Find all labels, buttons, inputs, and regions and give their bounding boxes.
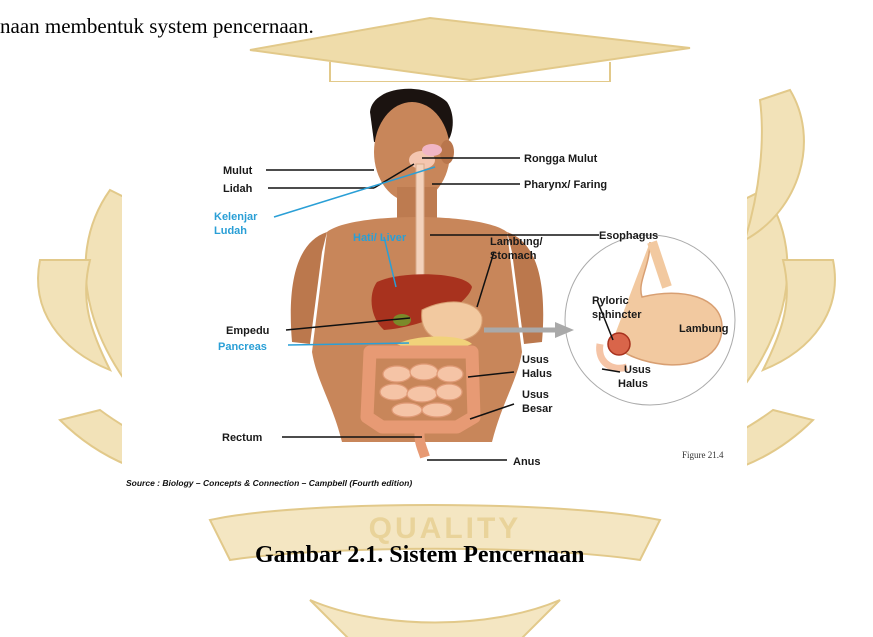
label-pancreas: Pancreas (218, 341, 267, 353)
label-esophagus: Esophagus (599, 230, 658, 242)
watermark-text: QUALITY (369, 512, 522, 545)
small-intestine-organ (380, 364, 463, 417)
label-rongga-mulut: Rongga Mulut (524, 153, 598, 165)
label-inset-usus-2: Halus (618, 378, 648, 390)
label-anus: Anus (513, 456, 541, 468)
label-lambung-1: Lambung/ (490, 236, 543, 248)
label-lidah: Lidah (223, 183, 253, 195)
figure-caption: Gambar 2.1. Sistem Pencernaan (255, 542, 585, 569)
label-usus-besar-2: Besar (522, 403, 553, 415)
rectum-organ (419, 427, 425, 457)
stomach-organ (422, 302, 482, 341)
label-pyloric-2: sphincter (592, 309, 642, 321)
label-usus-halus-2: Halus (522, 368, 552, 380)
label-inset-usus-1: Usus (624, 364, 651, 376)
label-pharynx: Pharynx/ Faring (524, 179, 607, 191)
figure-source: Source : Biology – Concepts & Connection… (126, 478, 412, 488)
figure-illustration: Mulut Lidah Kelenjar Ludah Hati/ Liver E… (122, 82, 747, 495)
digestive-system-figure: Mulut Lidah Kelenjar Ludah Hati/ Liver E… (122, 82, 747, 495)
label-kelenjar-ludah-1: Kelenjar (214, 211, 258, 223)
stomach-inset (565, 235, 735, 405)
label-lambung-inset: Lambung (679, 323, 729, 335)
figure-number: Figure 21.4 (682, 450, 724, 460)
label-rectum: Rectum (222, 432, 263, 444)
label-kelenjar-ludah-2: Ludah (214, 225, 247, 237)
label-usus-halus-1: Usus (522, 354, 549, 366)
label-usus-besar-1: Usus (522, 389, 549, 401)
label-pyloric-1: Pyloric (592, 295, 629, 307)
body-text-line: naan membentuk system pencernaan. (0, 14, 314, 39)
label-lambung-2: Stomach (490, 250, 537, 262)
label-empedu: Empedu (226, 325, 269, 337)
label-mulut: Mulut (223, 165, 253, 177)
label-hati: Hati/ Liver (353, 232, 407, 244)
